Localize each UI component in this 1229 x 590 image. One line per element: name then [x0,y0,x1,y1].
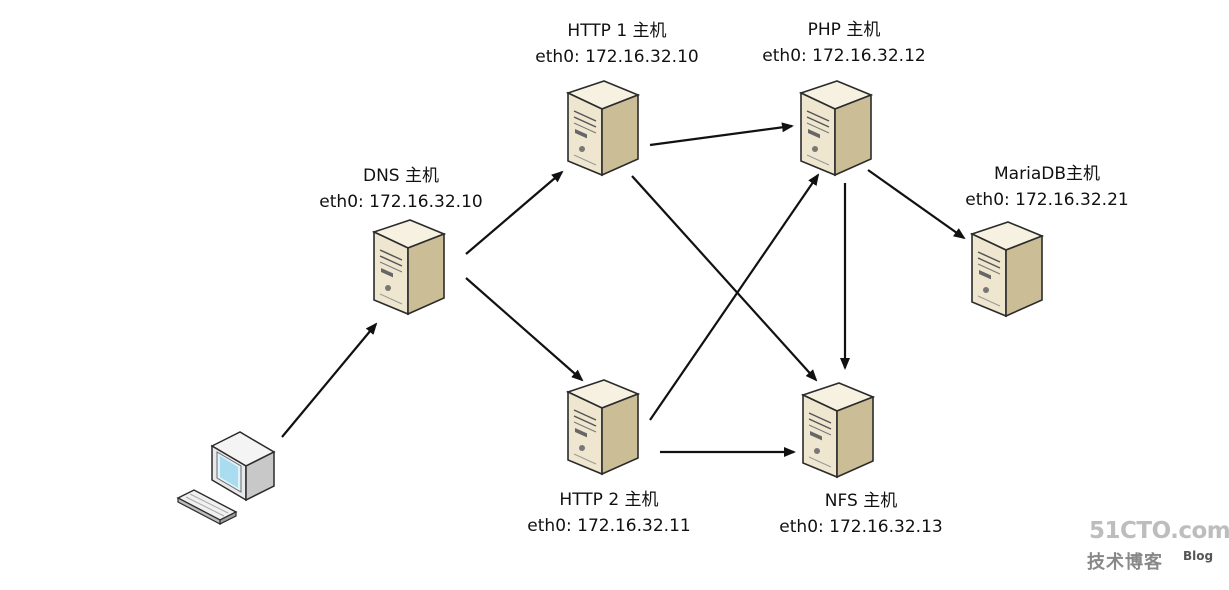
edge-http1-php [649,122,794,147]
nfs-label: NFS 主机 eth0: 172.16.32.13 [779,488,942,540]
watermark-logo: 51CTO.com 技术博客 Blog [1083,518,1229,578]
dns-ip: eth0: 172.16.32.10 [319,192,483,212]
php-ip: eth0: 172.16.32.12 [762,46,926,66]
client-computer-icon [176,431,276,525]
http1-ip: eth0: 172.16.32.10 [535,47,699,67]
php-server-icon [798,70,872,176]
dns-label: DNS 主机 eth0: 172.16.32.10 [319,163,482,215]
watermark-sub: 技术博客 [1087,552,1163,573]
http2-ip: eth0: 172.16.32.11 [527,516,691,536]
http1-label: HTTP 1 主机 eth0: 172.16.32.10 [535,18,698,70]
watermark-brand: 51CTO.com [1089,518,1229,544]
watermark-blog: Blog [1183,549,1214,563]
dns-title: DNS 主机 [362,166,439,186]
php-title: PHP 主机 [807,20,881,40]
nfs-title: NFS 主机 [824,491,898,511]
nfs-server-icon [800,372,874,478]
edge-client-dns [281,322,378,438]
nfs-ip: eth0: 172.16.32.13 [779,517,943,537]
mariadb-ip: eth0: 172.16.32.21 [965,190,1129,210]
mariadb-label: MariaDB主机 eth0: 172.16.32.21 [965,161,1128,213]
php-label: PHP 主机 eth0: 172.16.32.12 [762,17,925,69]
edge-http2-php [649,173,820,421]
edge-http1-nfs [631,175,818,382]
http1-title: HTTP 1 主机 [567,21,667,41]
mariadb-server-icon [969,211,1043,317]
edge-dns-http1 [465,170,564,255]
edges [281,122,966,457]
http1-server-icon [565,70,639,176]
http2-server-icon [565,369,639,475]
dns-server-icon [371,209,445,315]
http2-title: HTTP 2 主机 [559,490,659,510]
edge-php-mariadb [867,169,966,240]
edge-dns-http2 [465,277,584,382]
mariadb-title: MariaDB主机 [994,164,1100,184]
http2-label: HTTP 2 主机 eth0: 172.16.32.11 [527,487,690,539]
